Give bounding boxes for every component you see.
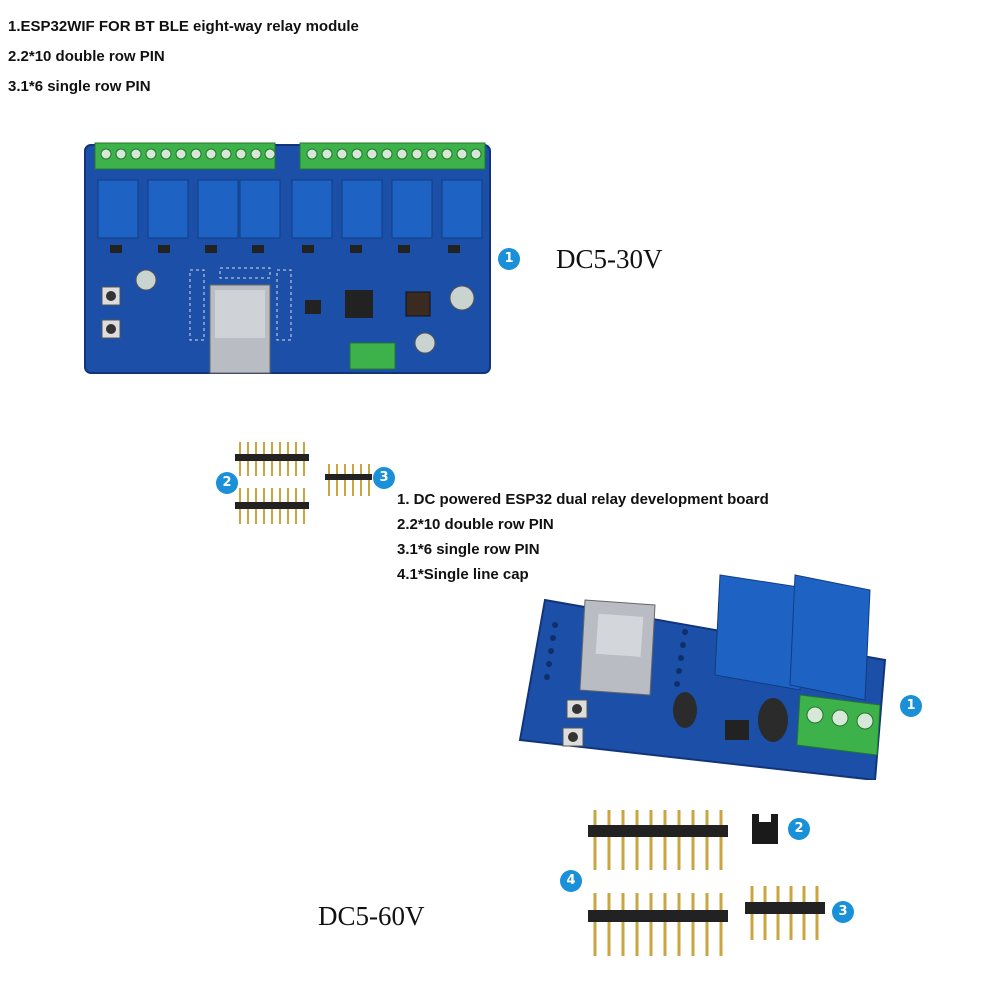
bottom-single-row-pins-image [745, 886, 825, 940]
bottom-list-item-3: 3.1*6 single row PIN [397, 541, 540, 558]
bottom-list-item-2: 2.2*10 double row PIN [397, 516, 554, 533]
bottom-list-item-4: 4.1*Single line cap [397, 566, 529, 583]
bottom-board-badge: 1 [900, 695, 922, 717]
top-list-item-2: 2.2*10 double row PIN [8, 48, 165, 65]
bottom-list-item-1: 1. DC powered ESP32 dual relay developme… [397, 491, 769, 508]
bottom-pins-single-badge: 3 [832, 901, 854, 923]
single-line-cap-image [752, 814, 778, 844]
bottom-pins-double-badge: 4 [560, 870, 582, 892]
top-list-item-3: 3.1*6 single row PIN [8, 78, 151, 95]
bottom-double-row-pins-top-image [588, 810, 728, 870]
top-pins-single-badge: 3 [373, 467, 395, 489]
top-double-row-pins-image [235, 442, 309, 524]
top-pins-double-badge: 2 [216, 472, 238, 494]
bottom-cap-badge: 2 [788, 818, 810, 840]
voltage-top-label: DC5-30V [556, 244, 663, 274]
dual-relay-board-image [518, 574, 887, 780]
top-board-badge: 1 [498, 248, 520, 270]
bottom-double-row-pins-bottom-image [588, 893, 728, 956]
top-single-row-pins-image [325, 464, 372, 496]
top-list-item-1: 1.ESP32WIF FOR BT BLE eight-way relay mo… [8, 18, 359, 35]
voltage-bottom-label: DC5-60V [318, 901, 425, 931]
eight-relay-board-image [84, 142, 491, 374]
